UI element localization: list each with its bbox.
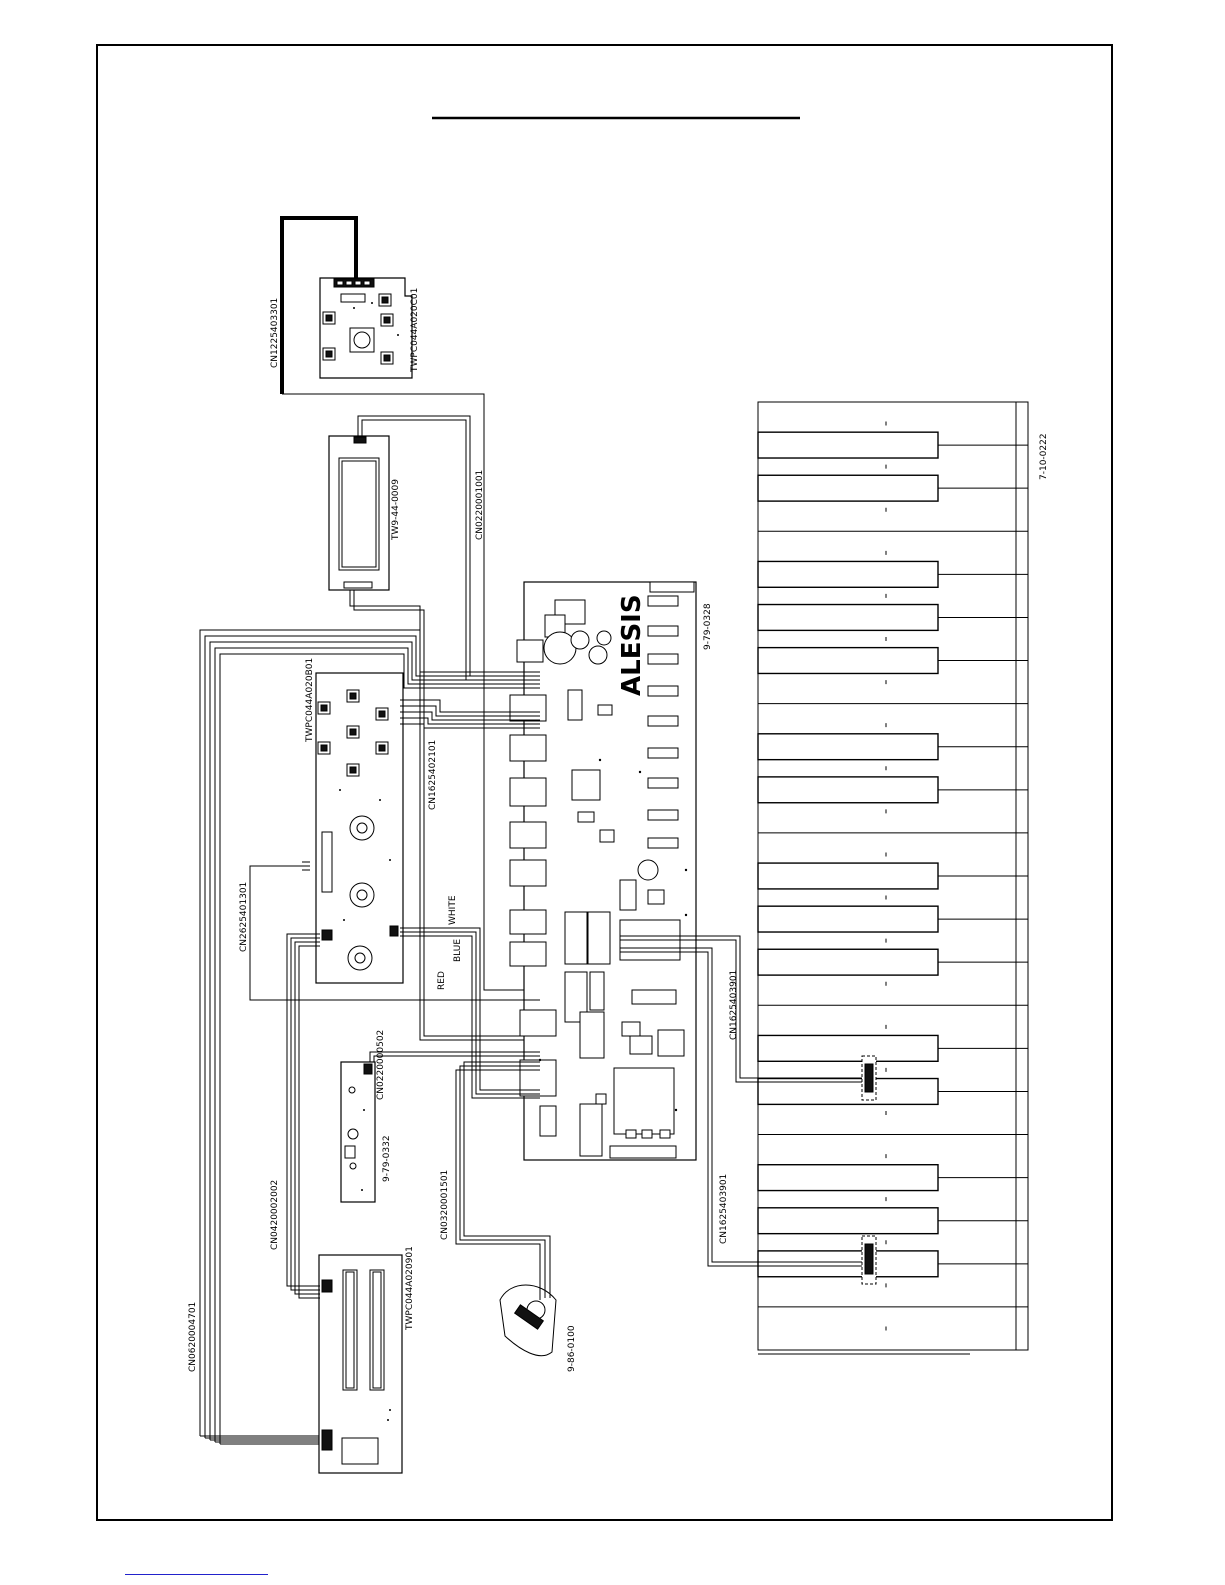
black-key [758, 475, 938, 501]
black-key [758, 949, 938, 975]
top-panel-cable-label: CN1225403301 [270, 298, 280, 368]
button-panel-cable-label: CN1625402101 [428, 740, 438, 810]
slider-long-cable-label: CN0620004701 [188, 1302, 198, 1372]
top-panel-board-label: TWPC044A020C01 [410, 288, 420, 373]
slider-board [319, 1255, 402, 1473]
button-panel-board [316, 673, 403, 983]
wire-white-label: WHITE [448, 895, 458, 925]
button-panel-board-label: TWPC044A020B01 [305, 658, 315, 743]
keyboard [758, 402, 1028, 1354]
keyboard-connector-upper [862, 1056, 876, 1100]
black-key [758, 1208, 938, 1234]
keyboard-cable-lower-label: CN1625403901 [719, 1174, 729, 1244]
lcd-cable-label: CN0220001001 [475, 470, 485, 540]
keyboard-label: 7-10-0222 [1039, 433, 1049, 480]
black-key [758, 863, 938, 889]
black-key [758, 432, 938, 458]
black-key [758, 1251, 938, 1277]
main-board-label: 9-79-0328 [703, 603, 713, 650]
lcd-display-label: TW9-44-0009 [391, 479, 401, 541]
black-key [758, 734, 938, 760]
small-board-cable-label: CN0220000502 [376, 1030, 386, 1100]
black-key [758, 648, 938, 674]
keyboard-cable-upper-label: CN1625403901 [729, 970, 739, 1040]
black-key [758, 1165, 938, 1191]
pitch-wheel-label: 9-86-0100 [567, 1325, 577, 1372]
pitch-wheel [500, 1285, 556, 1356]
small-board-cable [370, 1052, 540, 1062]
lcd-display [329, 436, 389, 590]
slider-board-label: TWPC044A020901 [405, 1246, 415, 1331]
black-key [758, 605, 938, 631]
small-board-label: 9-79-0332 [382, 1135, 392, 1182]
slider-cable [287, 934, 320, 1298]
black-key [758, 906, 938, 932]
black-key [758, 561, 938, 587]
main-board [510, 582, 696, 1160]
keyboard-connector-lower [862, 1236, 876, 1284]
button-panel-cable-2-label: CN2625401301 [239, 882, 249, 952]
black-key [758, 1035, 938, 1061]
wire-blue-label: BLUE [453, 939, 463, 962]
slider-cable-label: CN0420002002 [270, 1180, 280, 1250]
small-board [341, 1062, 375, 1202]
wire-red-label: RED [437, 971, 447, 990]
wheel-cable-label: CN0320001501 [440, 1170, 450, 1240]
black-key [758, 777, 938, 803]
main-board-logo: ALESIS [617, 594, 647, 696]
footer-link-underline[interactable] [125, 1574, 268, 1575]
top-panel-board [320, 278, 412, 378]
